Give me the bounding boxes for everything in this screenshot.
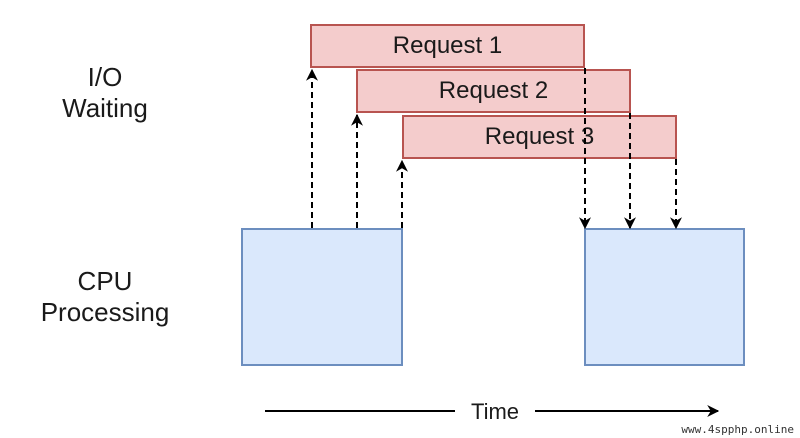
cpu-block-2 (584, 228, 745, 366)
cpu-block-1 (241, 228, 403, 366)
request-2-label: Request 2 (438, 77, 549, 104)
io-waiting-label: I/O Waiting (45, 62, 165, 124)
request-1-label: Request 1 (392, 32, 503, 59)
io-label-line2: Waiting (62, 93, 148, 123)
io-label-line1: I/O (87, 62, 123, 92)
cpu-label-line2: Processing (40, 297, 170, 327)
request-3-box: Request 3 (402, 115, 677, 159)
request-3-label: Request 3 (484, 123, 595, 150)
cpu-processing-label: CPU Processing (25, 266, 185, 328)
request-1-box: Request 1 (310, 24, 585, 68)
watermark-text: www.4spphp.online (681, 423, 794, 436)
cpu-label-line1: CPU (77, 266, 133, 296)
time-axis-label: Time (455, 397, 535, 427)
